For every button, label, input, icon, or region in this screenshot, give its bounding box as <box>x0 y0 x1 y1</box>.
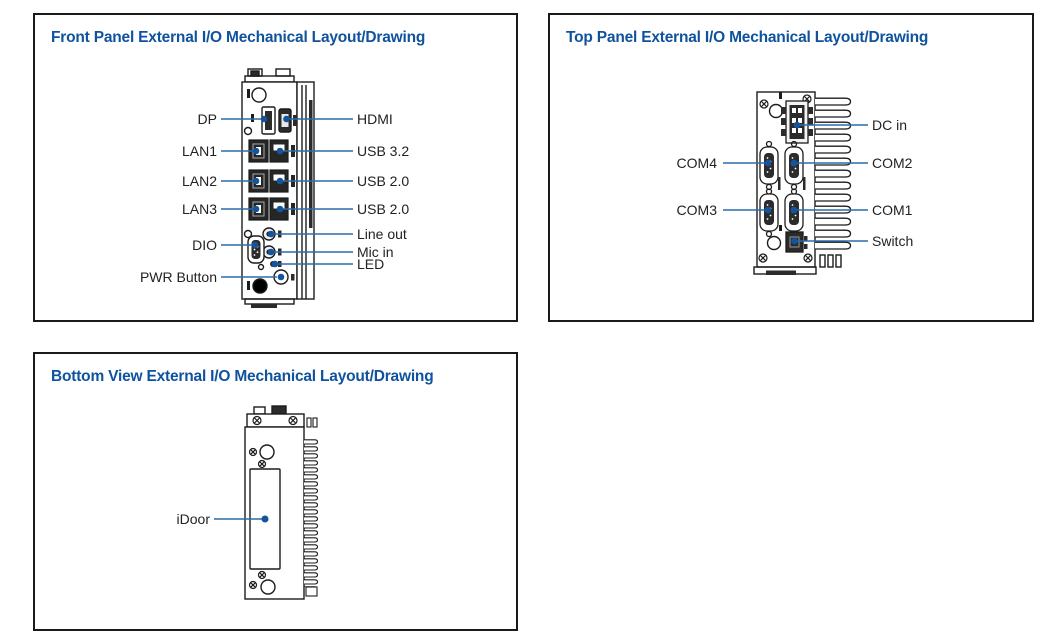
port-label-dc-in: DC in <box>872 117 908 133</box>
bottom-view-title: Bottom View External I/O Mechanical Layo… <box>51 368 434 385</box>
port-label-hdmi: HDMI <box>357 111 393 127</box>
front-panel-section: Front Panel External I/O Mechanical Layo… <box>33 13 518 322</box>
port-label-switch: Switch <box>872 233 914 249</box>
port-label-led: LED <box>357 256 385 272</box>
port-label-usb20-a: USB 2.0 <box>357 173 410 189</box>
bottom-view-drawing <box>214 405 320 600</box>
top-panel-drawing <box>723 91 868 275</box>
slot-mark <box>803 177 806 190</box>
leader-lines <box>723 124 868 242</box>
front-panel-drawing <box>221 68 353 308</box>
port-label-usb20-b: USB 2.0 <box>357 201 410 217</box>
port-label-dio: DIO <box>192 237 217 253</box>
port-label-pwr-button: PWR Button <box>139 269 217 285</box>
heatsink-fins <box>304 439 320 587</box>
port-label-com1: COM1 <box>872 202 913 218</box>
port-label-lan2: LAN2 <box>181 173 217 189</box>
front-panel-title: Front Panel External I/O Mechanical Layo… <box>51 29 426 46</box>
top-panel-section: Top Panel External I/O Mechanical Layout… <box>548 13 1034 322</box>
leader-dots <box>261 515 269 523</box>
leader-dots <box>764 121 801 245</box>
port-label-com4: COM4 <box>676 155 717 171</box>
port-label-com3: COM3 <box>676 202 717 218</box>
port-label-usb32: USB 3.2 <box>357 143 410 159</box>
bottom-view-section: Bottom View External I/O Mechanical Layo… <box>33 352 518 631</box>
chassis-screws <box>758 94 813 263</box>
leader-lines <box>221 118 353 278</box>
top-panel-title: Top Panel External I/O Mechanical Layout… <box>566 29 929 46</box>
port-label-lan1: LAN1 <box>181 143 217 159</box>
chassis-screws <box>248 415 298 590</box>
port-label-mic-in: Mic in <box>357 244 394 260</box>
port-label-line-out: Line out <box>357 226 407 242</box>
port-label-lan3: LAN3 <box>181 201 217 217</box>
port-label-dp: DP <box>197 111 217 127</box>
leader-dots <box>251 115 290 281</box>
port-label-idoor: iDoor <box>176 511 210 527</box>
port-label-com2: COM2 <box>872 155 913 171</box>
slot-mark <box>778 177 781 190</box>
heatsink-fins <box>815 97 852 253</box>
